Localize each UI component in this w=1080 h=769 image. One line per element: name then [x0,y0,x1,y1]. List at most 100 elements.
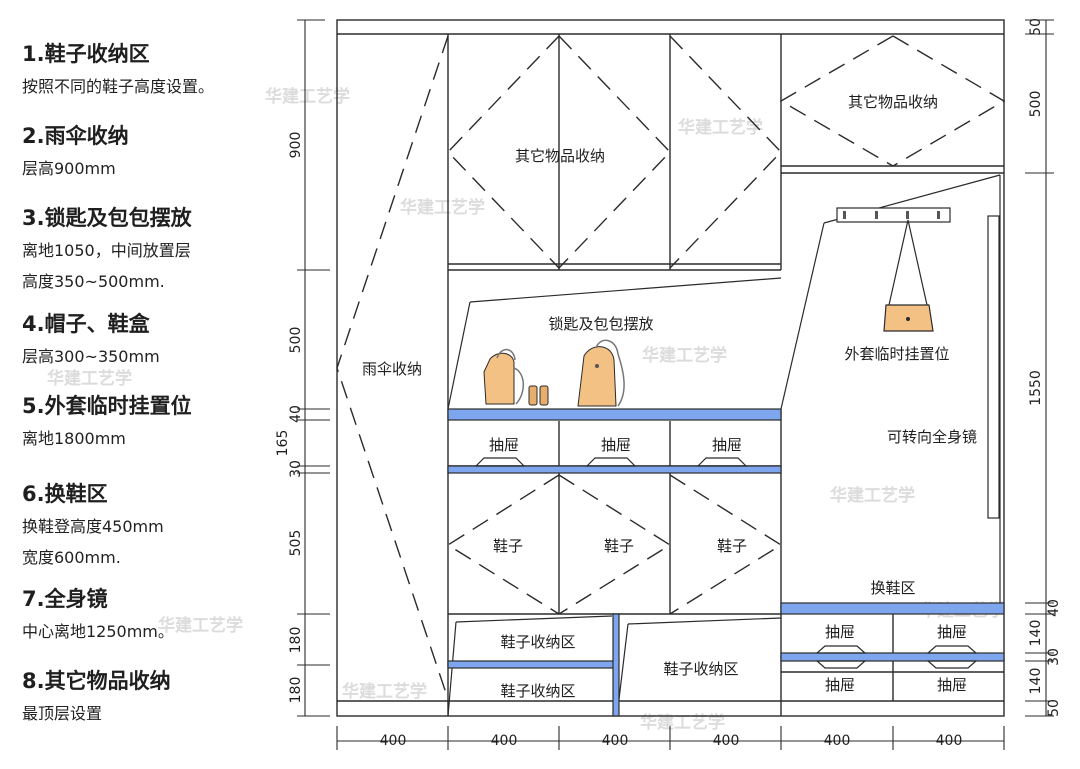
label-drawer: 抽屉 [825,676,855,694]
watermark-text: 华建工艺学 [400,197,485,218]
bottom-dimension-values: 400 400 400 400 400 400 [380,733,963,749]
left-dimension-line [297,19,330,717]
label-drawer: 抽屉 [825,623,855,641]
label-shoe-storage: 鞋子收纳区 [500,633,575,651]
drawer-handle [585,457,637,467]
right-dimension-values: 50 500 1550 40 140 30 140 50 [1028,18,1062,717]
bag-strap [888,219,909,306]
bottom-dimension-line [336,726,1005,750]
shoe-door-swing-2 [558,474,672,615]
hook-pegs [843,211,940,219]
legend-title-2: 2.雨伞收纳 [18,123,133,149]
small-bag-icon [528,385,538,406]
top-door-swing-1 [447,35,560,269]
watermark-text: 华建工艺学 [640,712,725,733]
dim-bottom-400: 400 [824,733,851,749]
niche-perspective-top [469,277,782,303]
watermarks: 华建工艺学 华建工艺学 华建工艺学 华建工艺学 华建工艺学 华建工艺学 华建工艺… [47,86,1005,733]
top-right-door-swing-2 [892,35,1006,167]
label-drawer: 抽屉 [601,436,631,454]
dim-right-500: 500 [1028,91,1044,118]
watermark-text: 华建工艺学 [47,368,132,389]
watermark-text: 华建工艺学 [678,117,763,138]
dim-right-1550: 1550 [1028,370,1044,406]
full-length-mirror [987,215,1000,519]
legend-title-6: 6.换鞋区 [18,481,112,507]
drawer-shelf [447,465,782,474]
shoe-change-shelf [780,602,1005,615]
drawer-handle [696,457,748,467]
watermark-text: 华建工艺学 [342,681,427,702]
label-drawer: 抽屉 [937,623,967,641]
dim-right-50-top: 50 [1028,18,1044,36]
dim-right-40: 40 [1046,599,1062,617]
drawer-handle [815,645,867,654]
label-shoe-storage: 鞋子收纳区 [500,682,575,700]
dim-left-180a: 180 [288,627,304,654]
legend-title-3: 3.锁匙及包包摆放 [18,205,196,231]
dim-left-900: 900 [288,132,304,159]
top-right-door-swing-1 [779,35,894,167]
shoe-door-swing-3 [669,474,783,615]
dim-bottom-400: 400 [380,733,407,749]
label-other-storage-right: 其它物品收纳 [848,93,938,111]
dim-right-50-bottom: 50 [1046,699,1062,717]
left-dimension-values: 900 500 40 165 30 505 180 180 [275,132,304,704]
shoe-storage-divider [612,613,620,717]
dim-bottom-400: 400 [602,733,629,749]
watermark-text: 华建工艺学 [265,86,350,107]
label-shoes: 鞋子 [717,537,747,555]
dim-right-140b: 140 [1028,668,1044,695]
legend-desc-6b: 宽度600mm. [22,548,121,567]
bags-on-shelf [483,339,625,407]
blue-shelves [447,408,1005,717]
watermark-text: 华建工艺学 [830,485,915,506]
legend-desc-3b: 高度350~500mm. [22,272,165,291]
label-umbrella: 雨伞收纳 [362,360,422,378]
dim-right-140a: 140 [1028,620,1044,647]
label-shoes: 鞋子 [604,537,634,555]
legend-title-4: 4.帽子、鞋盒 [18,311,154,337]
bag-strap [907,219,928,306]
key-shelf [447,408,782,421]
shoe-perspective-1 [447,621,457,717]
legend-desc-3a: 离地1050，中间放置层 [22,241,191,260]
dim-bottom-400: 400 [491,733,518,749]
dim-left-505: 505 [288,530,304,557]
legend-desc-1: 按照不同的鞋子高度设置。 [22,77,215,96]
dim-left-180b: 180 [288,677,304,704]
top-door-swing-3 [669,35,782,269]
backpack-icon [483,352,515,405]
drawer-handle [815,660,867,669]
dim-left-30: 30 [288,460,304,478]
label-drawer: 抽屉 [937,676,967,694]
door-swing-lines [336,35,1006,700]
dim-bottom-400: 400 [713,733,740,749]
legend-title-1: 1.鞋子收纳区 [18,41,154,67]
legend-desc-5: 离地1800mm [22,429,126,448]
label-drawer: 抽屉 [712,436,742,454]
legend-panel: 1.鞋子收纳区 按照不同的鞋子高度设置。 2.雨伞收纳 层高900mm 3.锁匙… [14,0,289,769]
shoe-perspective-4 [627,617,782,625]
small-bag-icon [539,385,549,406]
label-keys-bags: 锁匙及包包摆放 [548,315,653,333]
top-door-swing-2 [558,35,671,269]
legend-title-5: 5.外套临时挂置位 [18,393,196,419]
hook-rail [836,207,951,223]
dim-right-30: 30 [1046,648,1062,666]
handbag-icon [577,346,617,407]
legend-title-7: 7.全身镜 [18,586,112,612]
label-mirror: 可转向全身镜 [887,428,977,446]
shoe-door-swing-1 [446,474,560,615]
coat-hook [836,207,951,332]
watermark-text: 华建工艺学 [158,615,243,636]
legend-title-8: 8.其它物品收纳 [18,668,175,694]
legend-desc-7: 中心离地1250mm。 [22,622,174,641]
label-shoe-change: 换鞋区 [870,579,915,597]
drawer-handles [474,457,978,669]
legend-desc-8: 最顶层设置 [22,704,103,723]
label-shoe-storage: 鞋子收纳区 [663,660,738,678]
shoe-storage-shelf [447,660,615,669]
label-other-storage-left: 其它物品收纳 [515,147,605,165]
